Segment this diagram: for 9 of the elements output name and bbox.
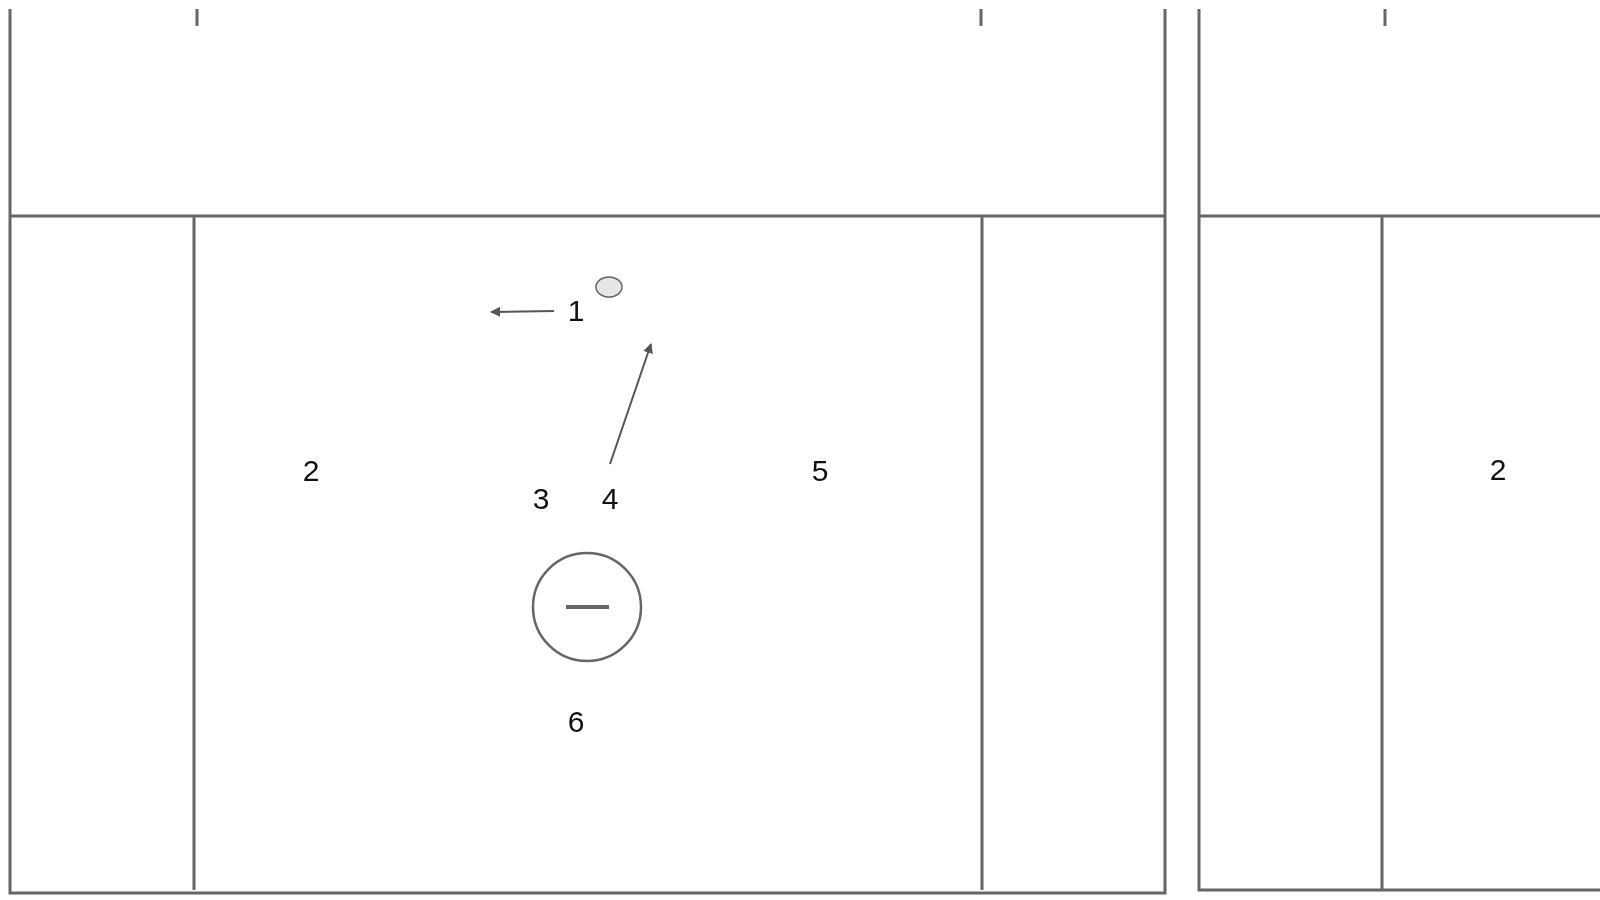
position-number: 2 [301,454,321,488]
position-number: 3 [531,482,551,516]
position-number: 5 [810,454,830,488]
position-number: 6 [566,705,586,739]
position-number: 4 [598,482,622,516]
movement-arrow [490,306,555,317]
movement-arrow [609,343,653,465]
position-number: 1 [564,294,588,328]
position-number: 2 [1488,453,1508,487]
